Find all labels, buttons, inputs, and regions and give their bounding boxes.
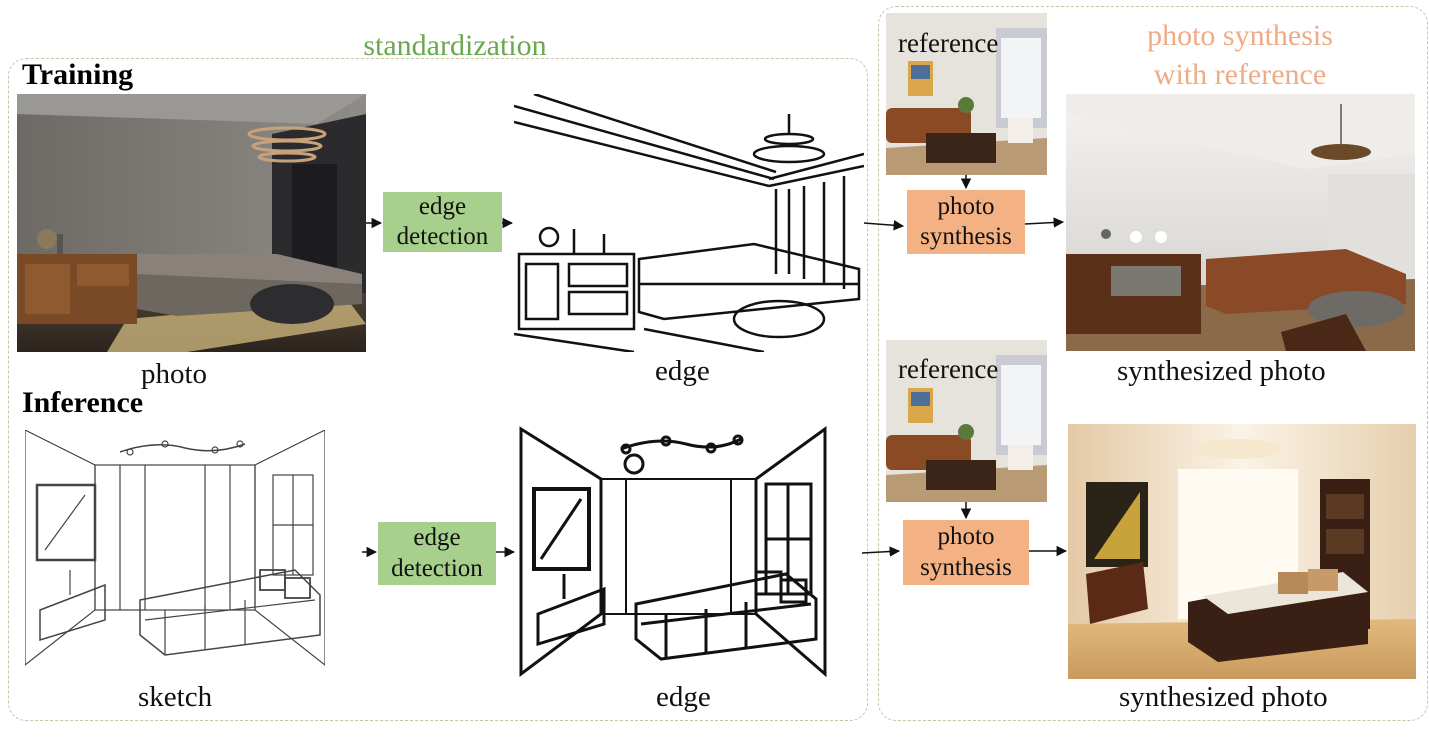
- edge-detection-inf-line2: detection: [391, 554, 483, 582]
- synthesized-photo-label-top: synthesized photo: [1117, 355, 1326, 387]
- standardization-region: [8, 58, 868, 721]
- edge-detection-box-inference: edge detection: [378, 522, 496, 585]
- edge-detection-line1: edge: [418, 192, 467, 220]
- photo-synthesis-box-top: photo synthesis: [907, 190, 1025, 254]
- photo-synthesis-heading: photo synthesis with reference: [1085, 16, 1395, 94]
- synthesized-photo-top: [1066, 94, 1415, 351]
- training-photo: [17, 94, 366, 352]
- arrow-edge-to-synthesis-bottom: [861, 546, 901, 557]
- photo-synthesis-box-bottom-line2: synthesis: [920, 553, 1012, 581]
- training-edge-map: [514, 94, 864, 352]
- edge-detection-inf-line1: edge: [413, 524, 461, 551]
- reference-label-bottom: reference: [898, 354, 999, 384]
- inference-title: Inference: [22, 386, 144, 419]
- photo-synthesis-box-bottom-line1: photo: [937, 523, 995, 550]
- arrow-synthesis-to-photo-top: [1024, 217, 1065, 228]
- edge-label-training: edge: [655, 355, 710, 387]
- photo-synthesis-heading-line1: photo synthesis: [1147, 19, 1333, 52]
- synthesized-photo-label-bottom: synthesized photo: [1119, 681, 1328, 713]
- photo-label: photo: [141, 358, 208, 390]
- photo-synthesis-heading-line2: with reference: [1153, 58, 1327, 91]
- photo-synthesis-region: [878, 6, 1428, 721]
- edge-detection-line2: detection: [396, 223, 489, 250]
- inference-sketch: [25, 430, 325, 675]
- reference-image-top: reference: [886, 13, 1047, 175]
- reference-image-bottom: reference: [886, 340, 1047, 502]
- inference-edge-map: [516, 424, 830, 678]
- photo-synthesis-box-top-line2: synthesis: [920, 223, 1012, 250]
- photo-synthesis-box-bottom: photo synthesis: [903, 520, 1029, 585]
- photo-synthesis-box-top-line1: photo: [937, 192, 995, 220]
- reference-label-top: reference: [898, 28, 999, 58]
- edge-label-inference: edge: [656, 681, 711, 713]
- sketch-label: sketch: [138, 681, 213, 713]
- synthesized-photo-bottom: [1068, 424, 1416, 679]
- training-title: Training: [22, 58, 134, 91]
- arrow-edge-to-synthesis-top: [863, 220, 905, 231]
- standardization-heading: standardization: [363, 29, 547, 62]
- edge-detection-box-training: edge detection: [383, 192, 502, 252]
